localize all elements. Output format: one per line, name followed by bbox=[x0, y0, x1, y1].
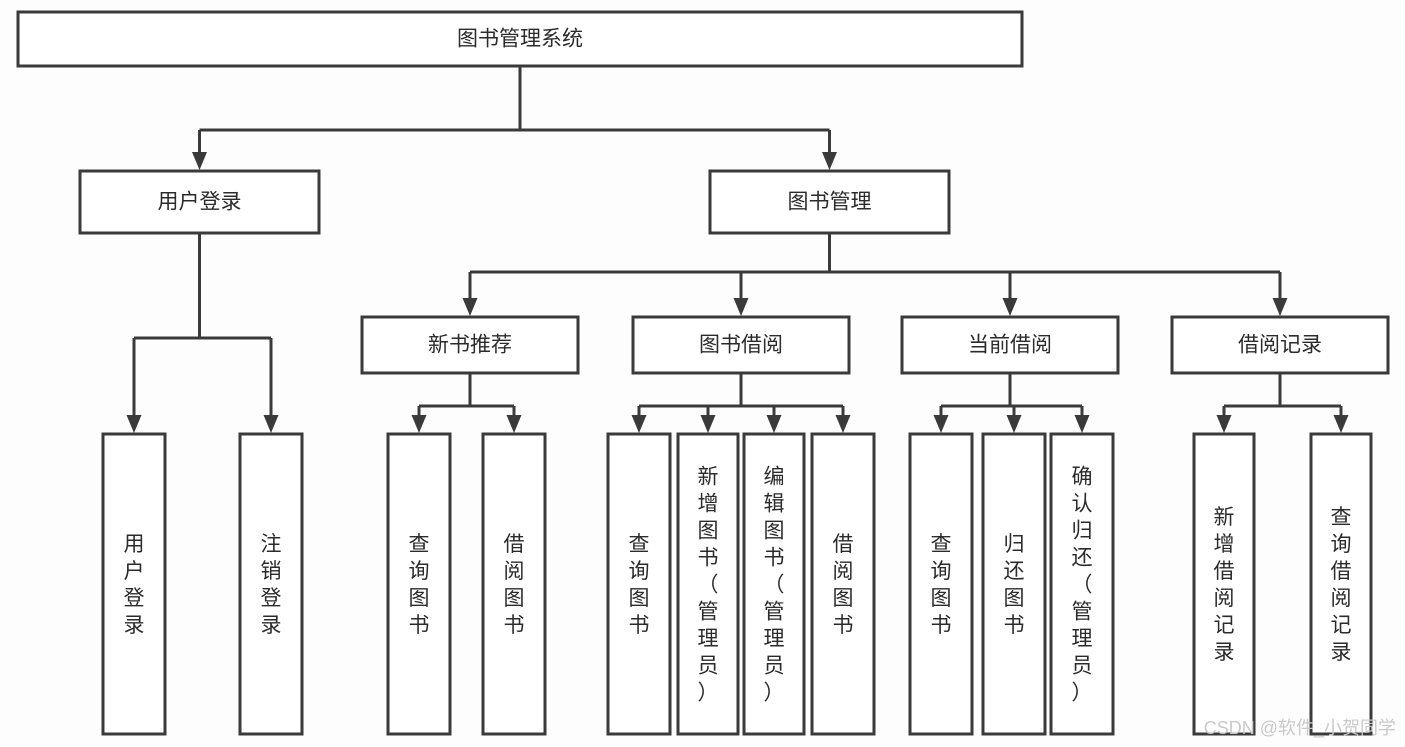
node-box[interactable] bbox=[1309, 432, 1373, 736]
node-box[interactable] bbox=[676, 432, 740, 736]
node-label: 用户登录 bbox=[124, 533, 145, 637]
arrow-head-icon bbox=[1002, 298, 1018, 316]
node-box[interactable] bbox=[631, 315, 851, 375]
node-root[interactable]: 图书管理系统 bbox=[16, 10, 1024, 68]
node-box[interactable] bbox=[238, 432, 304, 736]
node-leaf-q3[interactable]: 查询图书 bbox=[908, 432, 974, 736]
node-label: 当前借阅 bbox=[968, 334, 1052, 357]
node-label: 编辑图书（管理员） bbox=[764, 466, 785, 705]
node-leaf-login[interactable]: 用户登录 bbox=[101, 432, 167, 736]
arrow-head-icon bbox=[506, 415, 522, 433]
node-box[interactable] bbox=[810, 432, 876, 736]
node-box[interactable] bbox=[386, 432, 452, 736]
arrow-head-icon bbox=[1006, 415, 1022, 433]
node-label: 注销登录 bbox=[261, 533, 282, 637]
node-box[interactable] bbox=[481, 432, 547, 736]
node-label: 用户登录 bbox=[158, 191, 242, 214]
connector-group-root bbox=[192, 66, 837, 170]
node-box[interactable] bbox=[708, 169, 951, 235]
node-leaf-edit[interactable]: 编辑图书（管理员） bbox=[742, 432, 806, 736]
node-leaf-b2[interactable]: 借阅图书 bbox=[810, 432, 876, 736]
node-leaf-qrec[interactable]: 查询借阅记录 bbox=[1309, 432, 1373, 736]
node-label: 新增图书（管理员） bbox=[698, 466, 719, 705]
arrow-head-icon bbox=[192, 152, 207, 170]
arrow-head-icon bbox=[1074, 415, 1090, 433]
node-label: 借阅图书 bbox=[504, 533, 525, 637]
node-label: 借阅图书 bbox=[833, 533, 854, 637]
node-label: 归还图书 bbox=[1004, 533, 1025, 637]
node-leaf-q1[interactable]: 查询图书 bbox=[386, 432, 452, 736]
node-label: 新增借阅记录 bbox=[1214, 506, 1235, 664]
arrow-head-icon bbox=[126, 415, 142, 433]
node-label: 图书管理系统 bbox=[457, 28, 583, 51]
arrow-head-icon bbox=[263, 415, 279, 433]
node-box[interactable] bbox=[981, 432, 1047, 736]
connector-group-new-book-rec bbox=[411, 373, 522, 433]
node-box[interactable] bbox=[908, 432, 974, 736]
node-book-borrow[interactable]: 图书借阅 bbox=[631, 315, 851, 375]
node-leaf-logout[interactable]: 注销登录 bbox=[238, 432, 304, 736]
node-user-login[interactable]: 用户登录 bbox=[78, 169, 321, 235]
node-label: 查询借阅记录 bbox=[1331, 506, 1352, 664]
node-box[interactable] bbox=[900, 315, 1120, 375]
arrow-head-icon bbox=[700, 415, 716, 433]
arrow-head-icon bbox=[1272, 298, 1288, 316]
node-book-manage[interactable]: 图书管理 bbox=[708, 169, 951, 235]
arrow-head-icon bbox=[822, 152, 837, 170]
node-box[interactable] bbox=[742, 432, 806, 736]
node-box[interactable] bbox=[78, 169, 321, 235]
node-leaf-q2[interactable]: 查询图书 bbox=[606, 432, 672, 736]
node-label: 借阅记录 bbox=[1238, 334, 1322, 357]
connector-group-loan-record bbox=[1216, 373, 1349, 433]
node-box[interactable] bbox=[606, 432, 672, 736]
node-box[interactable] bbox=[1049, 432, 1115, 736]
connector-layer bbox=[126, 66, 1349, 433]
node-label: 查询图书 bbox=[409, 533, 430, 637]
node-new-book-rec[interactable]: 新书推荐 bbox=[360, 315, 580, 375]
node-label: 查询图书 bbox=[629, 533, 650, 637]
node-label: 查询图书 bbox=[931, 533, 952, 637]
node-layer: 图书管理系统用户登录图书管理新书推荐图书借阅当前借阅借阅记录用户登录注销登录查询… bbox=[16, 10, 1390, 736]
arrow-head-icon bbox=[733, 298, 749, 316]
connector-group-current-loan bbox=[933, 373, 1090, 433]
arrow-head-icon bbox=[411, 415, 427, 433]
arrow-head-icon bbox=[766, 415, 782, 433]
arrow-head-icon bbox=[835, 415, 851, 433]
connector-group-book-borrow bbox=[631, 373, 851, 433]
watermark-label: CSDN @软件_小贺同学 bbox=[1204, 718, 1396, 739]
node-box[interactable] bbox=[16, 10, 1024, 68]
arrow-head-icon bbox=[631, 415, 647, 433]
node-label: 确认归还（管理员） bbox=[1072, 466, 1093, 705]
node-leaf-addrec[interactable]: 新增借阅记录 bbox=[1192, 432, 1256, 736]
arrow-head-icon bbox=[462, 298, 478, 316]
connector-group-book-manage bbox=[462, 233, 1288, 316]
node-leaf-return[interactable]: 归还图书 bbox=[981, 432, 1047, 736]
node-leaf-add[interactable]: 新增图书（管理员） bbox=[676, 432, 740, 736]
node-box[interactable] bbox=[360, 315, 580, 375]
node-box[interactable] bbox=[1192, 432, 1256, 736]
node-current-loan[interactable]: 当前借阅 bbox=[900, 315, 1120, 375]
node-label: 图书管理 bbox=[788, 191, 872, 214]
node-label: 新书推荐 bbox=[428, 334, 512, 357]
arrow-head-icon bbox=[933, 415, 949, 433]
node-leaf-b1[interactable]: 借阅图书 bbox=[481, 432, 547, 736]
node-loan-record[interactable]: 借阅记录 bbox=[1170, 315, 1390, 375]
arrow-head-icon bbox=[1333, 415, 1349, 433]
arrow-head-icon bbox=[1216, 415, 1232, 433]
connector-group-user-login bbox=[126, 233, 279, 433]
node-leaf-confirm[interactable]: 确认归还（管理员） bbox=[1049, 432, 1115, 736]
node-box[interactable] bbox=[1170, 315, 1390, 375]
node-label: 图书借阅 bbox=[699, 334, 783, 357]
node-box[interactable] bbox=[101, 432, 167, 736]
